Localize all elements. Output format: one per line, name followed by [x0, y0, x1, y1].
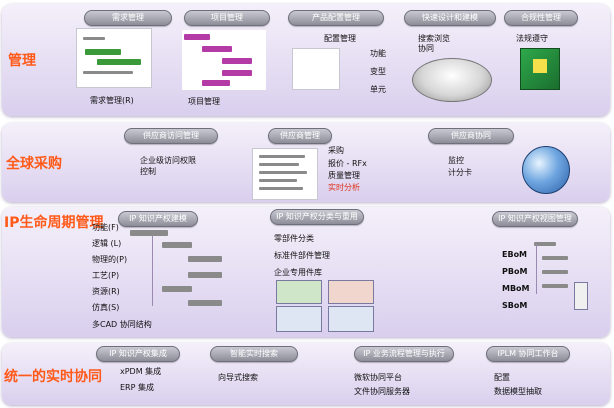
section-title-lifecycle: IP生命周期管理	[4, 215, 104, 231]
section-title-collaboration: 统一的实时协同	[4, 369, 102, 385]
pill-workbench[interactable]: IPLM 协同工作台	[486, 346, 570, 362]
pill-smart-search[interactable]: 智能实时搜索	[210, 346, 298, 362]
text-std: 标准件部件管理	[274, 251, 330, 260]
text-mbom: MBoM	[502, 284, 530, 293]
text-sbom: SBoM	[502, 301, 528, 310]
text-access: 企业级访问权限	[140, 156, 196, 165]
text-monitor: 监控	[448, 156, 464, 165]
text-parts: 零部件分类	[274, 234, 314, 243]
pill-ip-classification[interactable]: IP 知识产权分类与重用	[270, 209, 364, 225]
text-lc-logic: 逻辑 (L)	[92, 239, 122, 248]
text-control: 控制	[140, 167, 156, 176]
text-search: 搜索浏览	[418, 34, 450, 43]
pill-supplier-mgmt[interactable]: 供应商管理	[268, 128, 332, 144]
text-filecollab: 文件协同服务器	[354, 387, 410, 396]
text-proj: 项目管理	[188, 97, 220, 106]
section-title-procurement: 全球采购	[6, 156, 62, 172]
pill-bpm[interactable]: IP 业务流程管理与执行	[354, 346, 454, 362]
library-window-1	[276, 280, 322, 304]
bom-view-diagram	[528, 230, 588, 320]
pill-rapid-design[interactable]: 快速设计和建模	[404, 10, 496, 26]
text-unit: 单元	[370, 85, 386, 94]
ip-model-tree	[128, 228, 258, 314]
pill-project[interactable]: 项目管理	[184, 10, 270, 26]
document-thumbnail	[76, 28, 152, 88]
text-collab: 协同	[418, 44, 434, 53]
text-lc-process: 工艺(P)	[92, 271, 120, 280]
text-lib: 企业专用件库	[274, 268, 322, 277]
purchase-list-thumbnail	[252, 148, 318, 200]
pcb-device-icon	[412, 58, 492, 102]
text-lc-multicad: 多CAD 协同结构	[92, 320, 152, 329]
text-variant: 变型	[370, 67, 386, 76]
library-window-3	[276, 306, 322, 332]
text-datamodel: 数据模型抽取	[494, 387, 542, 396]
pill-requirements[interactable]: 需求管理	[84, 10, 172, 26]
globe-icon	[522, 146, 570, 194]
config-diagram	[292, 48, 340, 90]
text-guided: 向导式搜索	[218, 373, 258, 382]
text-ebom: EBoM	[502, 250, 528, 259]
text-realtime: 实时分析	[328, 183, 360, 192]
text-collab-config: 配置	[494, 373, 510, 382]
text-xpdm: xPDM 集成	[120, 367, 162, 376]
section-title-management: 管理	[8, 53, 36, 69]
text-lc-physical: 物理的(P)	[92, 255, 128, 264]
circuit-board-icon	[520, 48, 560, 90]
pill-config[interactable]: 产品配置管理	[288, 10, 384, 26]
text-lc-func: 功能(F)	[92, 223, 119, 232]
text-lc-sim: 仿真(S)	[92, 303, 120, 312]
text-quality: 质量管理	[328, 171, 360, 180]
library-window-4	[328, 306, 374, 332]
text-purchase: 采购	[328, 146, 344, 155]
pill-ip-views[interactable]: IP 知识产权视图管理	[492, 211, 578, 227]
text-pbom: PBoM	[502, 267, 528, 276]
text-quote: 报价 - RFx	[328, 159, 367, 168]
pill-supplier-collab[interactable]: 供应商协同	[428, 128, 514, 144]
pill-compliance[interactable]: 合规性管理	[504, 10, 578, 26]
text-reg: 法规遵守	[516, 34, 548, 43]
text-micro: 微软协同平台	[354, 373, 402, 382]
pill-ip-integration[interactable]: IP 知识产权集成	[96, 346, 180, 362]
pill-supplier-access[interactable]: 供应商访问管理	[124, 128, 218, 144]
text-lc-resource: 资源(R)	[92, 287, 120, 296]
text-config: 配置管理	[324, 34, 356, 43]
text-erp: ERP 集成	[120, 383, 154, 392]
tree-thumbnail	[182, 30, 266, 90]
text-scorecard: 计分卡	[448, 168, 472, 177]
text-func: 功能	[370, 49, 386, 58]
pill-ip-modeling[interactable]: IP 知识产权建模	[118, 211, 198, 227]
library-window-2	[328, 280, 374, 304]
text-req: 需求管理(R)	[90, 96, 134, 105]
